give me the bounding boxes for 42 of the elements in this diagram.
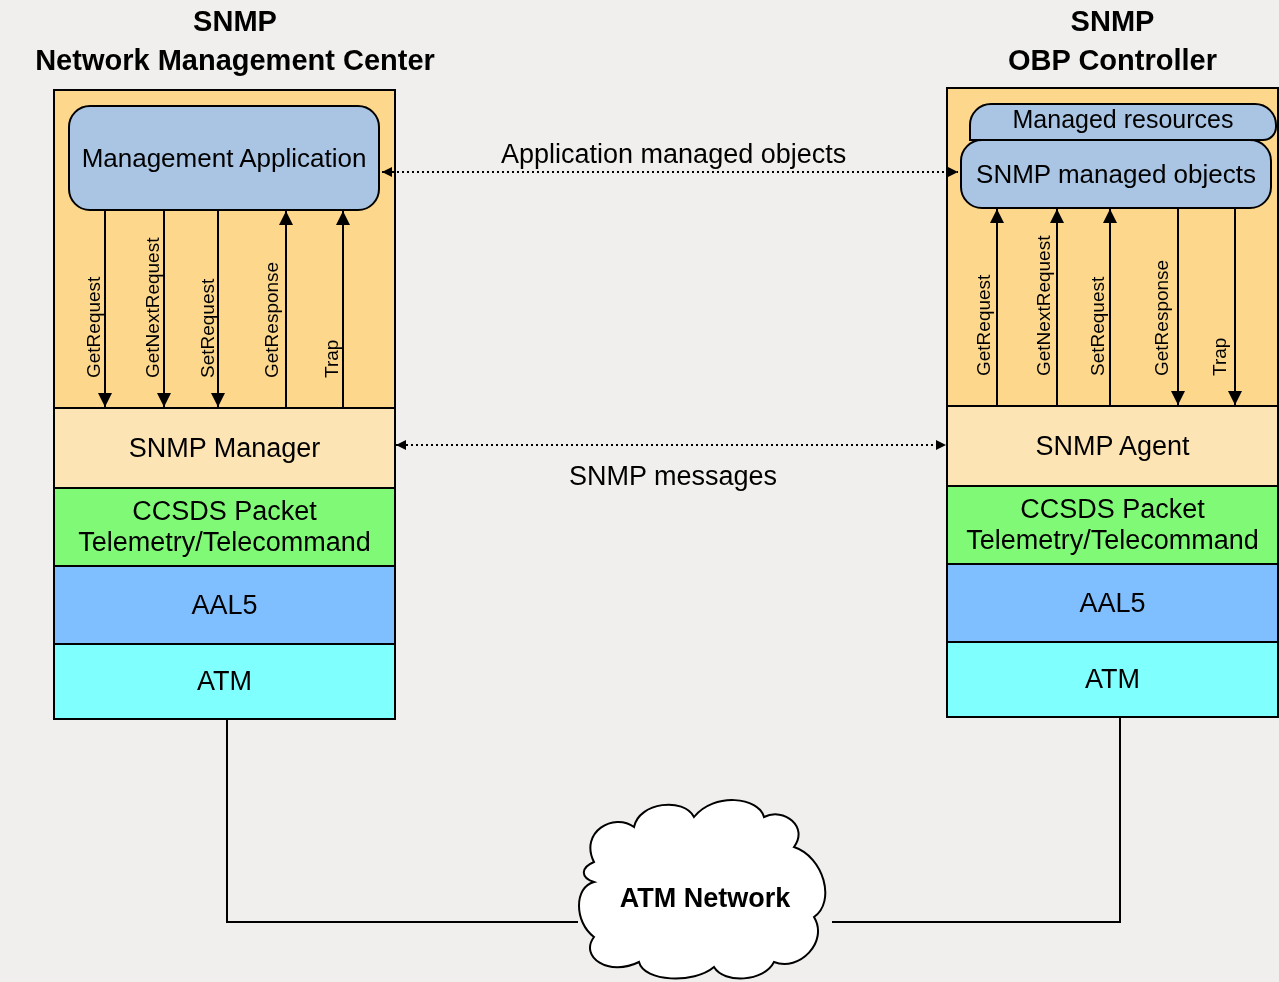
edge-label: Application managed objects bbox=[501, 138, 847, 170]
protocol-layer: CCSDS Packet Telemetry/Telecommand bbox=[948, 485, 1277, 563]
edge-label: GetRequest bbox=[84, 276, 104, 378]
edge-label: Trap bbox=[322, 339, 342, 378]
stack-heading: OBP Controller bbox=[1008, 43, 1217, 78]
rounded-box: Management Application bbox=[68, 105, 380, 211]
edge-label: GetResponse bbox=[1152, 259, 1172, 376]
arrow bbox=[990, 208, 1004, 406]
protocol-layer: CCSDS Packet Telemetry/Telecommand bbox=[55, 487, 394, 565]
arrow bbox=[1050, 208, 1064, 406]
arrow bbox=[98, 210, 112, 408]
dotted-double-arrow bbox=[395, 440, 947, 450]
protocol-layer: SNMP Agent bbox=[948, 405, 1277, 485]
edge-label: SetRequest bbox=[198, 278, 218, 378]
arrow bbox=[211, 210, 225, 408]
rounded-box: Managed resources bbox=[969, 103, 1277, 141]
protocol-layer: AAL5 bbox=[948, 563, 1277, 641]
edge-label: GetResponse bbox=[262, 261, 282, 378]
protocol-layer: SNMP Manager bbox=[55, 407, 394, 487]
arrow bbox=[1171, 208, 1185, 406]
edge-label: Trap bbox=[1210, 337, 1230, 376]
stack-heading: SNMP bbox=[193, 4, 277, 39]
edge-label: GetRequest bbox=[974, 274, 994, 376]
protocol-layer: AAL5 bbox=[55, 565, 394, 643]
edge-label: SetRequest bbox=[1088, 276, 1108, 376]
connector-line bbox=[831, 715, 1121, 923]
connector-line bbox=[226, 717, 579, 923]
stack-heading: Network Management Center bbox=[35, 43, 435, 78]
edge-label: GetNextRequest bbox=[1034, 235, 1054, 376]
arrow bbox=[157, 210, 171, 408]
dotted-double-arrow bbox=[381, 167, 959, 177]
arrow bbox=[1228, 208, 1242, 406]
stack-heading: SNMP bbox=[1070, 4, 1155, 39]
protocol-layer: ATM bbox=[55, 643, 394, 718]
arrow bbox=[1103, 208, 1117, 406]
edge-label: GetNextRequest bbox=[143, 237, 163, 378]
rounded-box: SNMP managed objects bbox=[960, 139, 1272, 209]
edge-label: SNMP messages bbox=[569, 460, 778, 492]
protocol-layer: ATM bbox=[948, 641, 1277, 716]
arrow bbox=[279, 210, 293, 408]
cloud-label: ATM Network bbox=[619, 882, 791, 914]
arrow bbox=[336, 210, 350, 408]
